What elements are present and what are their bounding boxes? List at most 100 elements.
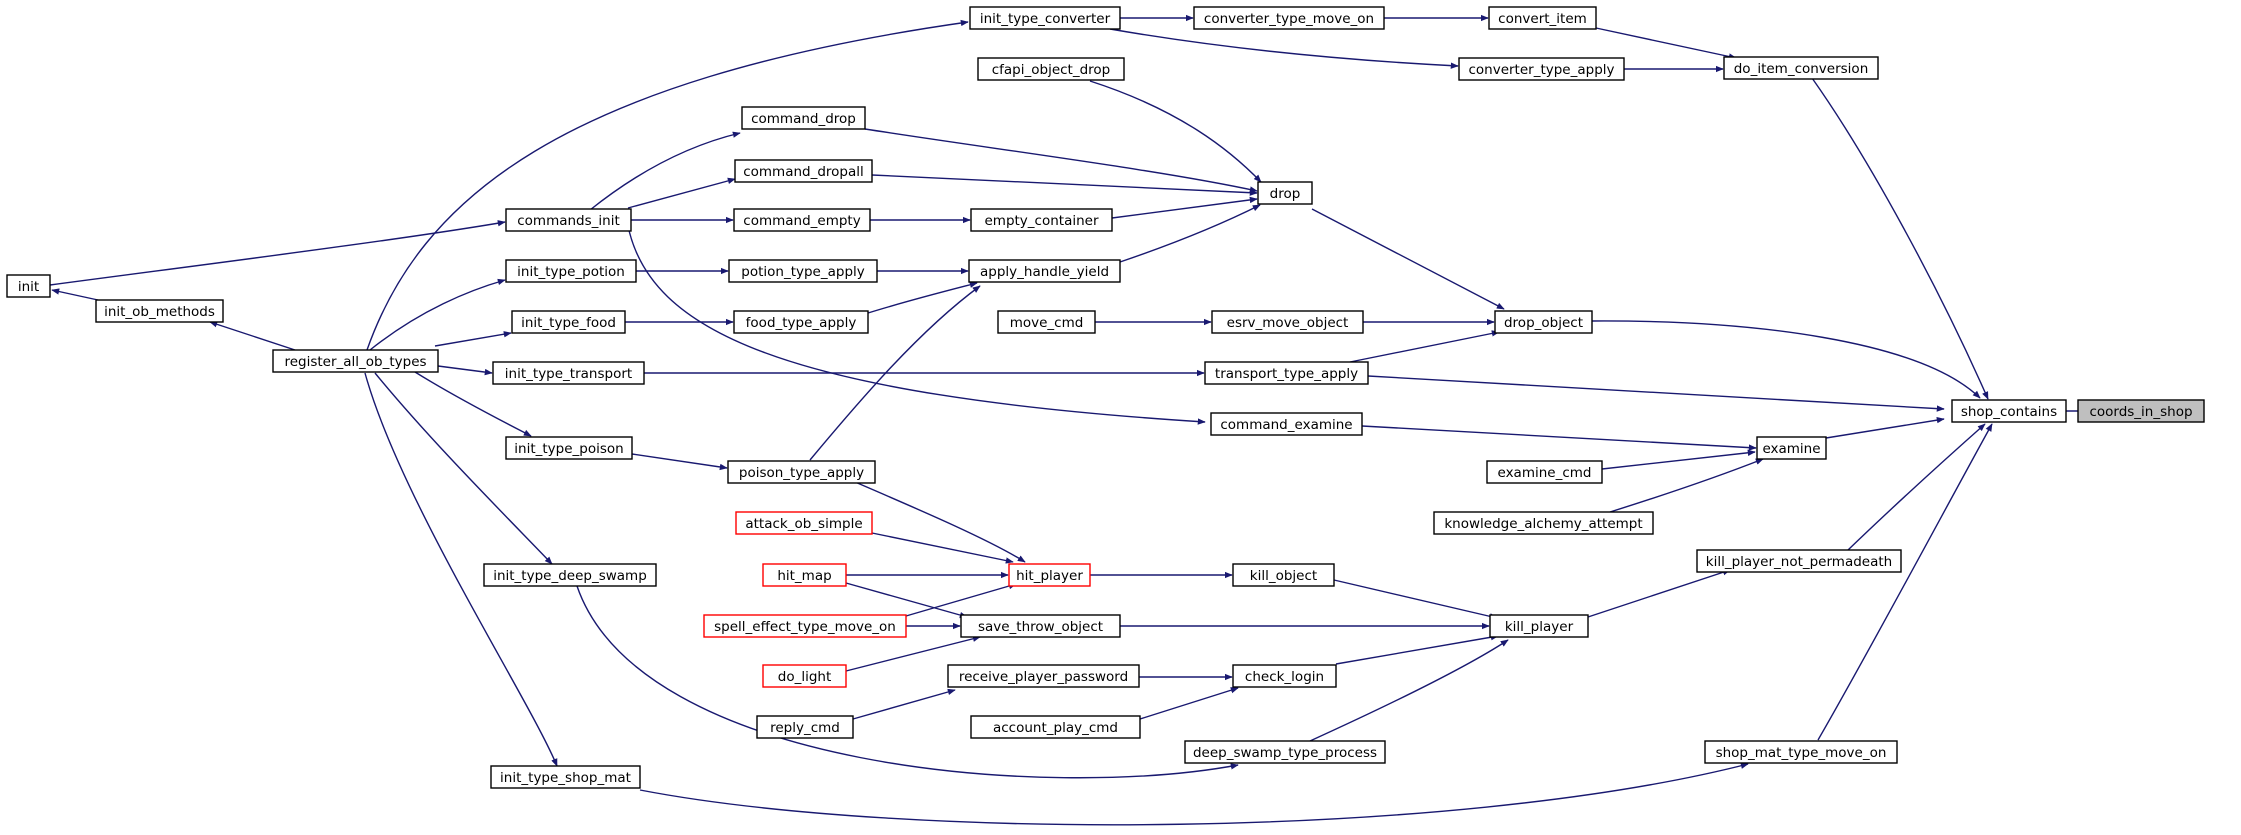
- node-shop-contains[interactable]: shop_contains: [1951, 399, 2067, 423]
- node-spell-effect-type-move-on[interactable]: spell_effect_type_move_on: [703, 614, 907, 638]
- node-potion-type-apply[interactable]: potion_type_apply: [728, 259, 878, 283]
- node-init-type-transport[interactable]: init_type_transport: [492, 361, 645, 385]
- node-label: examine: [1762, 441, 1820, 457]
- node-box: [1211, 310, 1364, 334]
- node-reply-cmd[interactable]: reply_cmd: [756, 715, 854, 739]
- edge-commands_init-command_dropall: [627, 177, 736, 209]
- node-box: [970, 208, 1113, 232]
- node-convert-item[interactable]: convert_item: [1488, 6, 1597, 30]
- node-examine-cmd[interactable]: examine_cmd: [1486, 460, 1603, 484]
- node-init-type-converter[interactable]: init_type_converter: [969, 6, 1121, 30]
- node-label: knowledge_alchemy_attempt: [1444, 516, 1642, 532]
- node-box: [947, 664, 1140, 688]
- node-drop-object[interactable]: drop_object: [1494, 310, 1593, 334]
- edge-kill_player-kill_player_not_permadeath: [1587, 569, 1731, 618]
- node-do-light[interactable]: do_light: [762, 664, 847, 688]
- node-converter-type-move-on[interactable]: converter_type_move_on: [1193, 6, 1385, 30]
- node-coords-in-shop[interactable]: coords_in_shop: [2077, 399, 2205, 423]
- node-label: init_type_food: [521, 315, 616, 331]
- node-box: [970, 715, 1141, 739]
- node-kill-object[interactable]: kill_object: [1232, 563, 1335, 587]
- node-do-item-conversion[interactable]: do_item_conversion: [1723, 56, 1879, 80]
- node-account-play-cmd[interactable]: account_play_cmd: [970, 715, 1141, 739]
- node-label: command_drop: [751, 111, 856, 127]
- node-cfapi-object-drop[interactable]: cfapi_object_drop: [977, 57, 1125, 81]
- edge-init-commands_init: [49, 220, 506, 286]
- node-box: [6, 274, 51, 298]
- node-label: coords_in_shop: [2089, 404, 2192, 420]
- node-label: command_empty: [743, 213, 860, 229]
- node-init[interactable]: init: [6, 274, 51, 298]
- node-converter-type-apply[interactable]: converter_type_apply: [1458, 57, 1625, 81]
- node-label: attack_ob_simple: [745, 516, 862, 532]
- node-deep-swamp-type-process[interactable]: deep_swamp_type_process: [1184, 740, 1386, 764]
- edge-register_all_ob_types-init_ob_methods: [209, 321, 296, 351]
- node-commands-init[interactable]: commands_init: [505, 208, 632, 232]
- edge-transport_type_apply-shop_contains: [1367, 375, 1945, 412]
- node-knowledge-alchemy-attempt[interactable]: knowledge_alchemy_attempt: [1433, 511, 1654, 535]
- node-drop[interactable]: drop: [1257, 181, 1313, 205]
- node-label: init_type_potion: [517, 264, 625, 280]
- edge-do_item_conversion-shop_contains: [1811, 77, 1989, 400]
- node-empty-container[interactable]: empty_container: [970, 208, 1113, 232]
- node-box: [505, 259, 637, 283]
- node-init-type-food[interactable]: init_type_food: [511, 310, 626, 334]
- node-save-throw-object[interactable]: save_throw_object: [960, 614, 1121, 638]
- node-box: [727, 460, 876, 484]
- nodes: coords_in_shop shop_contains do_item_conve…: [6, 6, 2205, 789]
- node-label: hit_map: [777, 568, 831, 584]
- node-box: [741, 106, 866, 130]
- node-box: [1458, 57, 1625, 81]
- node-init-type-potion[interactable]: init_type_potion: [505, 259, 637, 283]
- node-command-examine[interactable]: command_examine: [1210, 412, 1363, 436]
- node-label: kill_player_not_permadeath: [1706, 554, 1892, 570]
- node-transport-type-apply[interactable]: transport_type_apply: [1204, 361, 1369, 385]
- node-box: [511, 310, 626, 334]
- node-box: [505, 208, 632, 232]
- edge-register_all_ob_types-init_type_shop_mat: [364, 372, 558, 767]
- node-kill-player-not-permadeath[interactable]: kill_player_not_permadeath: [1696, 549, 1902, 573]
- node-box: [1704, 740, 1898, 764]
- edge-command_drop-drop: [864, 128, 1258, 193]
- node-label: converter_type_apply: [1468, 62, 1614, 78]
- node-init-type-deep-swamp[interactable]: init_type_deep_swamp: [483, 563, 657, 587]
- edge-apply_handle_yield-drop: [1119, 204, 1261, 263]
- node-poison-type-apply[interactable]: poison_type_apply: [727, 460, 876, 484]
- node-hit-player[interactable]: hit_player: [1008, 563, 1091, 587]
- edge-register_all_ob_types-init_type_deep_swamp: [374, 372, 553, 565]
- node-box: [492, 361, 645, 385]
- node-box: [1232, 664, 1337, 688]
- edge-empty_container-drop: [1111, 196, 1258, 219]
- node-box: [733, 208, 871, 232]
- node-command-dropall[interactable]: command_dropall: [734, 159, 873, 183]
- node-receive-player-password[interactable]: receive_player_password: [947, 664, 1140, 688]
- node-label: poison_type_apply: [739, 465, 864, 481]
- node-check-login[interactable]: check_login: [1232, 664, 1337, 688]
- node-hit-map[interactable]: hit_map: [762, 563, 847, 587]
- node-register-all-ob-types[interactable]: register_all_ob_types: [272, 349, 439, 373]
- node-box: [1494, 310, 1593, 334]
- node-esrv-move-object[interactable]: esrv_move_object: [1211, 310, 1364, 334]
- node-examine[interactable]: examine: [1756, 436, 1827, 460]
- node-attack-ob-simple[interactable]: attack_ob_simple: [735, 511, 873, 535]
- node-move-cmd[interactable]: move_cmd: [997, 310, 1096, 334]
- node-init-ob-methods[interactable]: init_ob_methods: [95, 299, 224, 323]
- node-label: transport_type_apply: [1215, 366, 1358, 382]
- node-init-type-poison[interactable]: init_type_poison: [505, 436, 633, 460]
- node-box: [2077, 399, 2205, 423]
- node-label: commands_init: [517, 213, 620, 229]
- node-kill-player[interactable]: kill_player: [1489, 614, 1589, 638]
- node-command-empty[interactable]: command_empty: [733, 208, 871, 232]
- node-food-type-apply[interactable]: food_type_apply: [733, 310, 869, 334]
- node-command-drop[interactable]: command_drop: [741, 106, 866, 130]
- edge-convert_item-do_item_conversion: [1595, 27, 1737, 60]
- node-shop-mat-type-move-on[interactable]: shop_mat_type_move_on: [1704, 740, 1898, 764]
- node-label: cfapi_object_drop: [992, 62, 1111, 78]
- node-init-type-shop-mat[interactable]: init_type_shop_mat: [490, 765, 641, 789]
- node-box: [505, 436, 633, 460]
- node-apply-handle-yield[interactable]: apply_handle_yield: [968, 259, 1121, 283]
- node-box: [762, 563, 847, 587]
- edges: [49, 14, 2121, 826]
- node-label: check_login: [1245, 669, 1324, 685]
- edge-commands_init-command_drop: [589, 131, 741, 211]
